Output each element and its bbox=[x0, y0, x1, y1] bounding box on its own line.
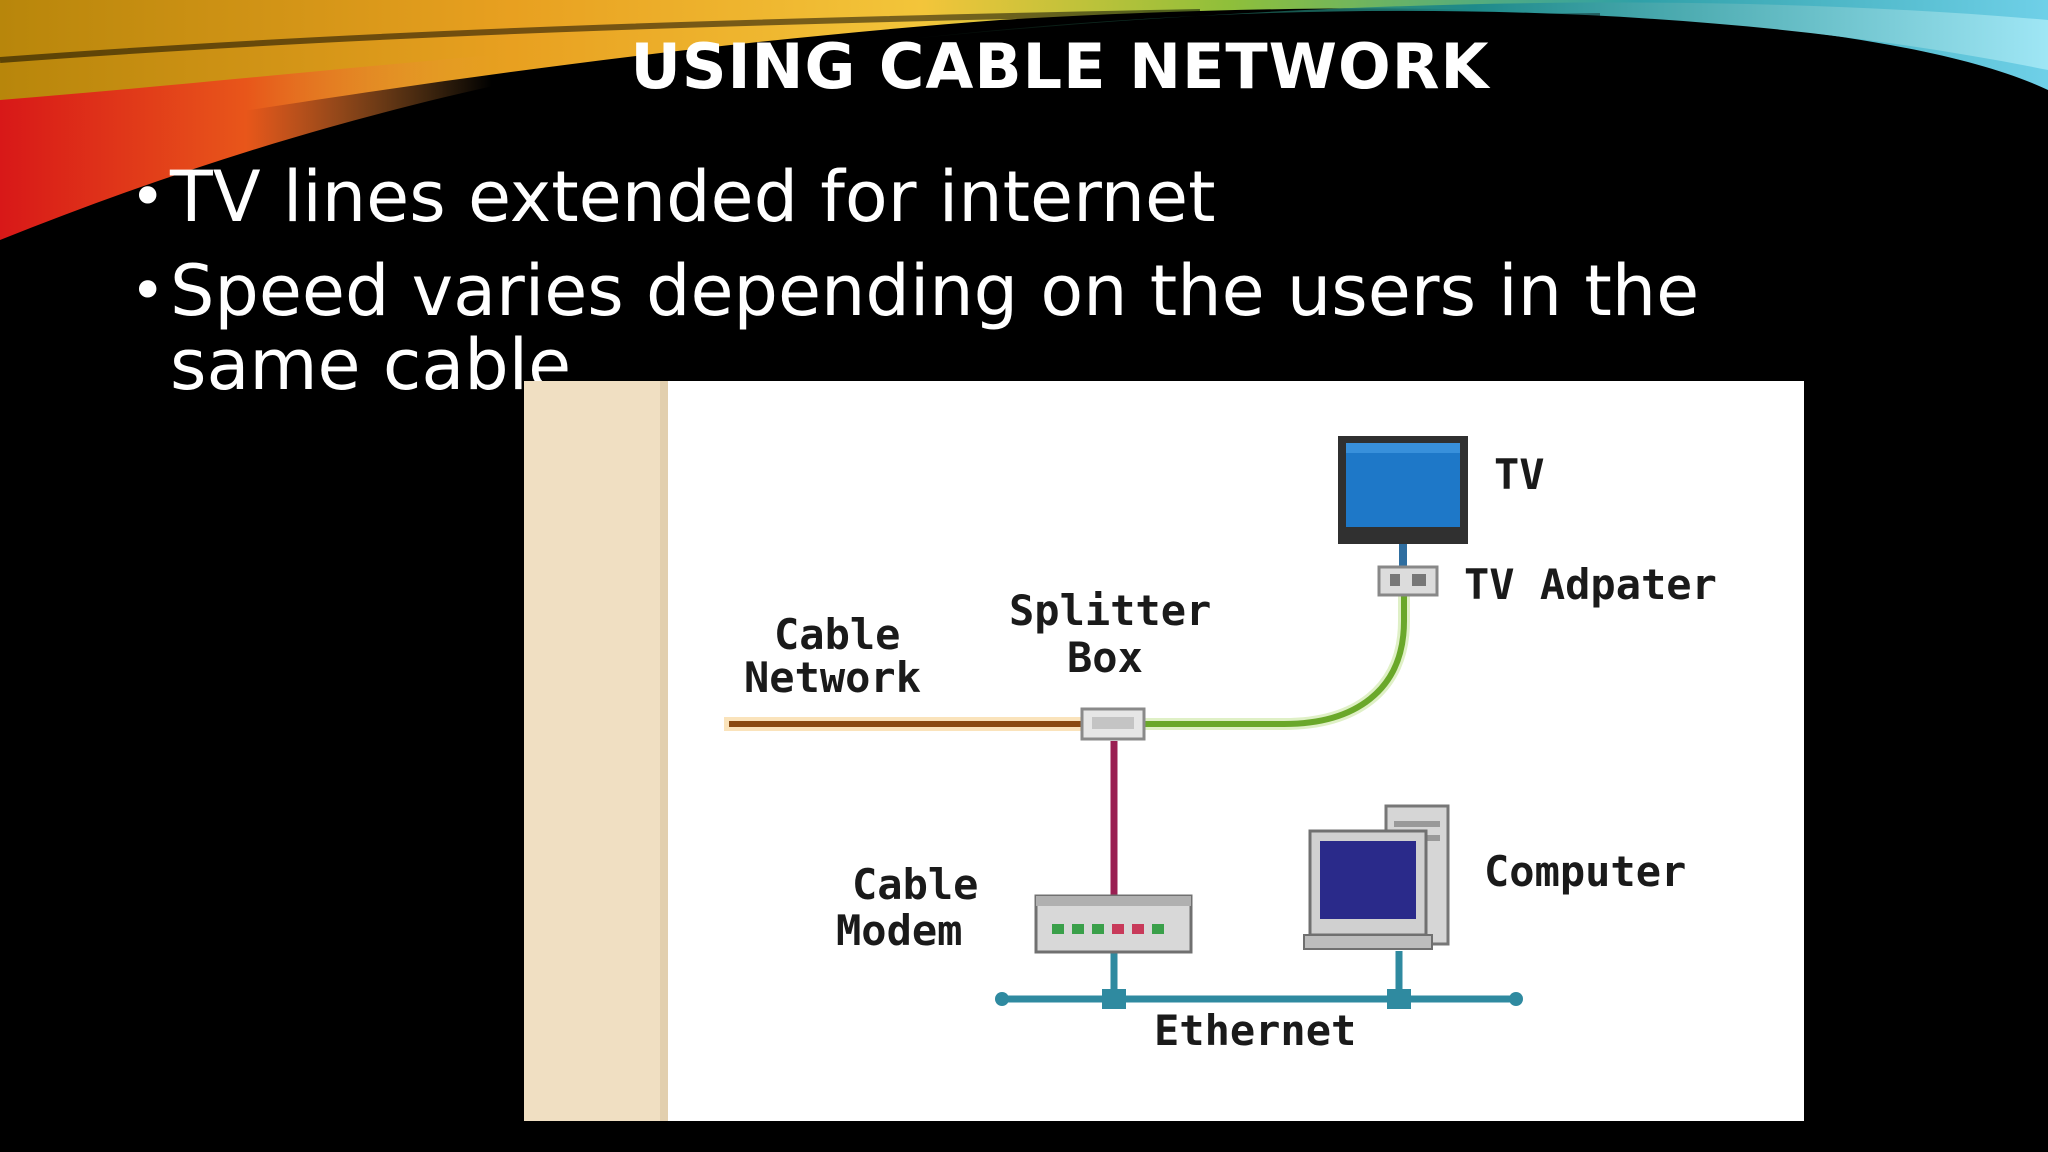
bullet-text: Speed varies depending on the users in t… bbox=[170, 250, 1700, 406]
bullet-icon: • bbox=[130, 162, 166, 232]
cable-network-diagram: TV TV Adpater Cable Network Splitter Box… bbox=[524, 381, 1804, 1121]
tv-adapter-label: TV Adpater bbox=[1464, 560, 1717, 609]
bullet-list: • TV lines extended for internet • Speed… bbox=[130, 160, 1870, 422]
tv-adapter-icon bbox=[1377, 565, 1439, 597]
bullet-icon: • bbox=[130, 256, 166, 326]
cable-network-label-line1: Cable bbox=[774, 610, 900, 659]
cable-modem-label-line1: Cable bbox=[852, 860, 978, 909]
cable-modem-icon bbox=[1034, 894, 1193, 954]
tv-label: TV bbox=[1494, 450, 1545, 499]
cable-modem-label-line2: Modem bbox=[836, 906, 962, 955]
splitter-box-label-line2: Box bbox=[1067, 633, 1143, 682]
diagram-canvas: TV TV Adpater Cable Network Splitter Box… bbox=[524, 381, 1717, 1121]
splitter-box-icon bbox=[1080, 707, 1146, 741]
computer-label: Computer bbox=[1484, 847, 1686, 896]
side-strip bbox=[524, 381, 664, 1121]
bullet-item: • Speed varies depending on the users in… bbox=[130, 254, 1870, 402]
bullet-text: TV lines extended for internet bbox=[170, 156, 1216, 238]
splitter-box-label-line1: Splitter bbox=[1009, 586, 1211, 635]
tv-line bbox=[1144, 581, 1407, 727]
computer-icon bbox=[1303, 804, 1450, 950]
ethernet-label: Ethernet bbox=[1154, 1006, 1356, 1055]
bullet-item: • TV lines extended for internet bbox=[130, 160, 1870, 234]
decorative-swoosh bbox=[0, 0, 2048, 240]
slide-title: USING CABLE NETWORK bbox=[630, 30, 1490, 103]
tv-icon bbox=[1338, 436, 1468, 567]
cable-network-label-line2: Network bbox=[744, 653, 921, 702]
